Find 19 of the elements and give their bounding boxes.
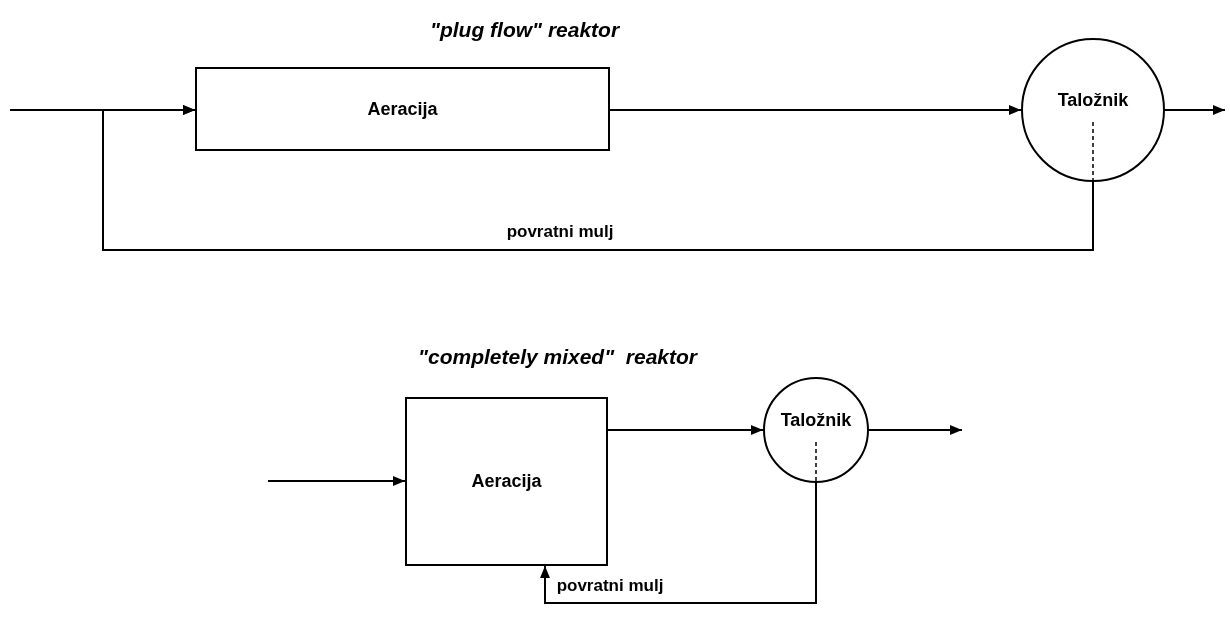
node-label: Aeracija: [367, 98, 438, 120]
edge-label: povratni mulj: [554, 576, 666, 596]
flow-arrow: [1164, 105, 1226, 115]
node-label: Aeracija: [471, 471, 542, 492]
flow-arrow: [540, 482, 817, 604]
edge-label: povratni mulj: [504, 222, 616, 242]
node-label: Taložnik: [780, 409, 852, 431]
reactor-heading: "completely mixed" reaktor: [418, 345, 698, 369]
reactor-heading: "plug flow" reaktor: [430, 18, 620, 42]
flow-arrow: [609, 105, 1022, 115]
clarifier-circle: [1021, 38, 1165, 182]
flow-arrow: [267, 476, 406, 486]
process-box: [405, 397, 608, 566]
flow-arrow: [102, 105, 1094, 251]
flow-arrow: [607, 425, 764, 435]
flow-arrow: [868, 425, 963, 435]
process-box: [195, 67, 610, 151]
node-label: Taložnik: [1057, 89, 1129, 111]
clarifier-circle: [763, 377, 869, 483]
